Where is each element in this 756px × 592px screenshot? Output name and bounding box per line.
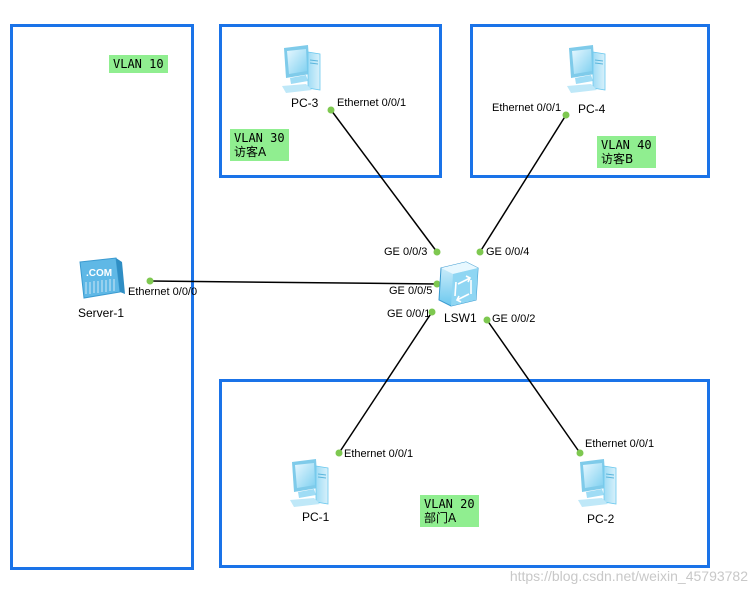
port-dot-sw-ge2 [483,316,491,324]
pc1-port-label: Ethernet 0/0/1 [344,448,414,460]
vlan20-name: VLAN 20 [424,497,475,511]
pc1-icon [289,458,329,508]
sw-ge1-label: GE 0/0/1 [387,308,431,320]
vlan30-name: VLAN 30 [234,131,285,145]
server1-label: Server-1 [78,306,125,320]
switch-icon [438,261,479,307]
server1-port-label: Ethernet 0/0/0 [128,286,198,298]
port-dot-pc3 [327,106,335,114]
pc2-icon [577,458,617,508]
port-dot-sw-ge4 [476,248,484,256]
watermark: https://blog.csdn.net/weixin_45793782 [509,568,748,584]
port-dot-sw-ge5 [433,280,441,288]
vlan30-label: VLAN 30 访客A [230,129,289,161]
vlan40-group: 访客B [601,152,634,166]
server-icon: .COM [79,257,125,299]
pc4-port-label: Ethernet 0/0/1 [492,102,562,114]
pc4-icon [566,44,606,94]
port-dot-server1 [146,277,154,285]
vlan10-zone [10,24,194,570]
sw-ge4-label: GE 0/0/4 [486,246,530,258]
vlan40-name: VLAN 40 [601,138,652,152]
pc2-port-label: Ethernet 0/0/1 [585,438,655,450]
link-pc1-lsw1 [338,311,433,454]
link-pc2-lsw1 [486,319,581,454]
port-dot-sw-ge3 [433,248,441,256]
pc2-label: PC-2 [587,512,615,526]
sw-ge2-label: GE 0/0/2 [492,313,536,325]
port-dots [146,106,584,457]
pc3-label: PC-3 [291,96,319,110]
pc3-port-label: Ethernet 0/0/1 [337,97,407,109]
vlan20-zone [219,379,710,568]
vlan10-label: VLAN 10 [109,55,168,73]
link-server1-lsw1 [149,280,438,285]
server-badge: .COM [86,268,112,279]
pc4-label: PC-4 [578,102,606,116]
vlan20-label: VLAN 20 部门A [420,495,479,527]
vlan30-group: 访客A [234,145,267,159]
pc3-icon [281,44,321,94]
lsw1-label: LSW1 [444,311,477,325]
vlan40-label: VLAN 40 访客B [597,136,656,168]
vlan10-name: VLAN 10 [113,57,164,71]
pc1-label: PC-1 [302,510,330,524]
vlan30-zone [219,24,442,178]
link-lines [149,109,581,454]
port-dot-pc4 [562,111,570,119]
port-dot-sw-ge1 [428,308,436,316]
sw-ge3-label: GE 0/0/3 [384,246,428,258]
sw-ge5-label: GE 0/0/5 [389,285,433,297]
port-dot-pc1 [335,449,343,457]
vlan20-group: 部门A [424,511,457,525]
link-pc4-lsw1 [479,114,567,253]
link-pc3-lsw1 [330,109,438,253]
vlan40-zone [470,24,710,178]
port-dot-pc2 [576,449,584,457]
